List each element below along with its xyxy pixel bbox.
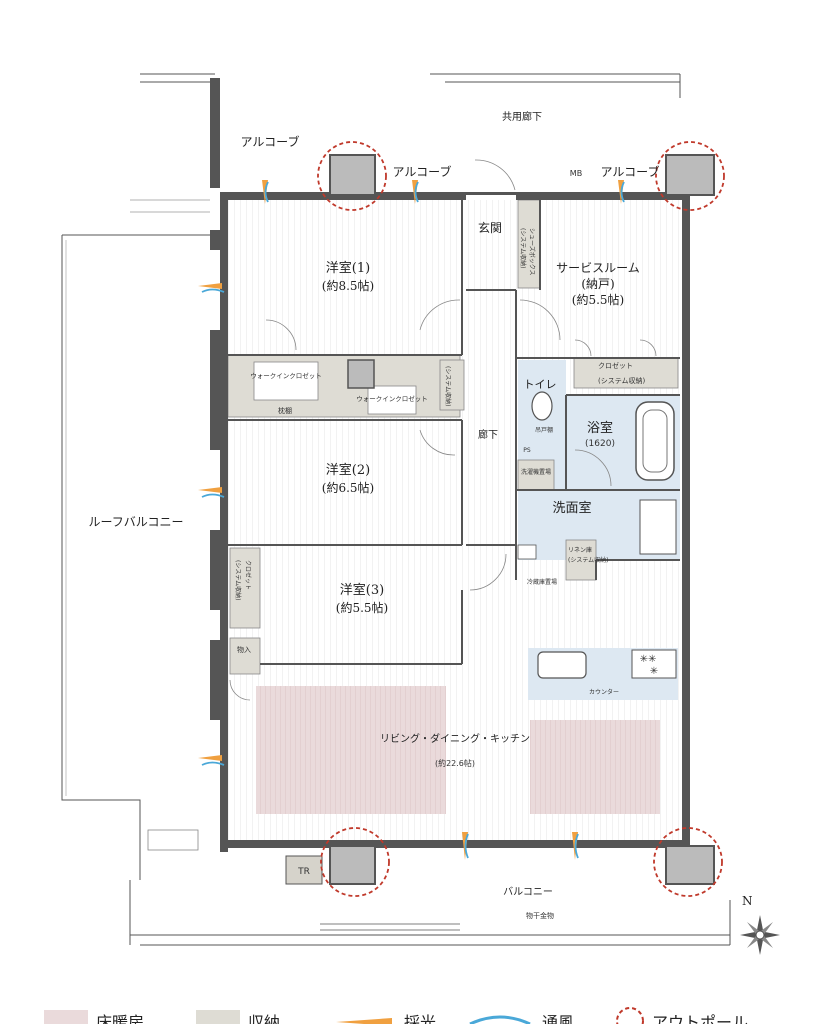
- fridge-space-label: 冷蔵庫置場: [527, 578, 557, 586]
- room-western3-name: 洋室(3): [340, 582, 384, 598]
- shelf-label: 枕棚: [278, 406, 292, 415]
- legend-floor-heating-swatch: [44, 1010, 88, 1024]
- linen-sub-label: (システム収納): [568, 556, 609, 564]
- washbasin-icon: [639, 499, 677, 555]
- ps-box: [517, 544, 537, 560]
- legend: 床暖房 収納 採光 通風 アウトポール: [44, 1007, 748, 1024]
- drying-hardware-label: 物干金物: [526, 911, 554, 920]
- shoe-box-label: シューズボックス: [528, 228, 536, 276]
- legend-storage-label: 収納: [248, 1013, 280, 1024]
- room-bath-name: 浴室: [587, 420, 613, 436]
- room-ldk-size: (約22.6帖): [435, 758, 475, 768]
- kitchen-sink-icon: [537, 651, 587, 679]
- north-compass: [740, 915, 780, 955]
- legend-daylight-icon: [336, 1018, 392, 1024]
- room-entrance-name: 玄関: [478, 220, 502, 235]
- room-service-name: サービスルーム: [556, 261, 640, 275]
- storage-zones: [227, 199, 679, 675]
- closet3-label: クロゼット: [244, 560, 252, 590]
- legend-outpole-icon: [616, 1007, 644, 1024]
- room-western1-name: 洋室(1): [326, 260, 370, 276]
- alcove-label-1: アルコーブ: [241, 134, 300, 149]
- toilet-icon: [531, 391, 553, 421]
- counter-label: カウンター: [589, 688, 619, 696]
- mb-label: MB: [570, 169, 582, 178]
- roof-balcony: [61, 199, 210, 880]
- bathtub-inner: [642, 409, 668, 473]
- legend-ventilation-icon: [469, 1015, 531, 1024]
- south-balcony: [129, 880, 731, 946]
- burner-icon: ✳: [650, 666, 658, 677]
- alcove-label-3: アルコーブ: [601, 164, 660, 179]
- service-closet-label: クロゼット: [598, 361, 633, 370]
- room-western2-name: 洋室(2): [326, 462, 370, 478]
- entrance-area: [468, 200, 516, 290]
- common-corridor-label: 共用廊下: [502, 110, 542, 123]
- toilet-shelf-label: 吊戸棚: [535, 426, 553, 434]
- floor-heating-dining: [256, 686, 446, 814]
- linen-label: リネン庫: [568, 546, 592, 554]
- legend-outpole-label: アウトポール: [652, 1013, 748, 1024]
- doors: [229, 159, 657, 701]
- interior-walls: [226, 200, 680, 665]
- burner-icon: ✳✳: [640, 654, 657, 665]
- storage-item-label: 物入: [237, 645, 251, 654]
- stove-icon: [631, 649, 677, 679]
- alcove-label-2: アルコーブ: [393, 164, 452, 179]
- outpole-markers: [317, 141, 725, 897]
- roof-balcony-label: ルーフバルコニー: [88, 515, 183, 529]
- ps-label: PS: [523, 447, 531, 454]
- shoe-box-sub-label: (システム収納): [519, 228, 527, 269]
- closet3-sub-label: (システム収納): [234, 560, 242, 601]
- washer-space-label: 洗濯機置場: [521, 468, 551, 476]
- legend-storage-swatch: [196, 1010, 240, 1024]
- walkin-closet-label-1: ウォークインクロゼット: [250, 371, 322, 380]
- compass-north-label: N: [742, 894, 753, 908]
- balcony-label: バルコニー: [503, 886, 553, 898]
- bathtub-icon: [635, 401, 675, 481]
- system-storage-label: (システム収納): [444, 366, 452, 407]
- room-service-size: (約5.5帖): [572, 292, 624, 307]
- common-corridor-lines: [140, 73, 681, 188]
- room-western1-size: (約8.5帖): [322, 278, 374, 293]
- ventilation-markers: [201, 181, 625, 859]
- room-toilet-name: トイレ: [524, 378, 557, 391]
- room-hallway-name: 廊下: [478, 428, 498, 441]
- room-ldk-name: リビング・ダイニング・キッチン: [380, 732, 530, 745]
- columns: [285, 154, 715, 885]
- room-washroom-name: 洗面室: [552, 500, 591, 516]
- service-closet-sub-label: (システム収納): [598, 376, 646, 385]
- legend-floor-heating-label: 床暖房: [96, 1013, 144, 1024]
- room-bath-size: (1620): [585, 439, 615, 449]
- legend-ventilation-label: 通風: [542, 1013, 574, 1024]
- room-western2-size: (約6.5帖): [322, 480, 374, 495]
- floor-heating-kitchen: [530, 720, 660, 814]
- legend-daylight-label: 採光: [404, 1013, 436, 1024]
- room-service-sub: (納戸): [581, 277, 614, 291]
- room-western3-size: (約5.5帖): [336, 600, 388, 615]
- tr-label: TR: [297, 867, 310, 877]
- walkin-closet-label-2: ウォークインクロゼット: [356, 394, 428, 403]
